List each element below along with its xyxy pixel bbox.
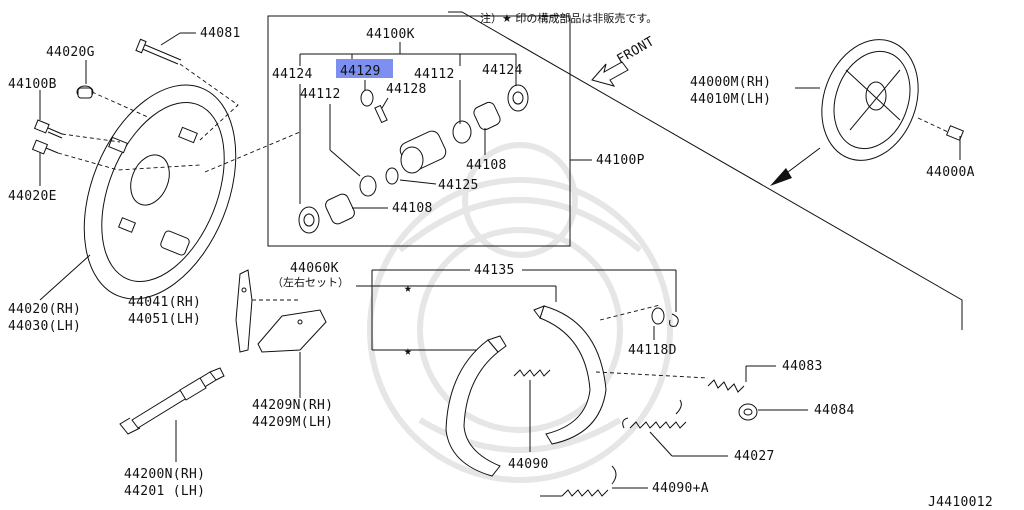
- brake-assembly: [821, 39, 919, 161]
- label-44051: 44051(LH): [128, 312, 201, 327]
- label-44090A: 44090+A: [652, 481, 709, 496]
- star-marker-lower: ★: [404, 344, 412, 359]
- wheel-cylinder-parts: [298, 84, 529, 234]
- label-44124-left: 44124: [272, 67, 313, 82]
- label-44060K-sub: （左右セット）: [272, 275, 349, 289]
- label-44083: 44083: [782, 359, 823, 374]
- spring-44027: [622, 399, 728, 457]
- label-44090: 44090: [508, 457, 549, 472]
- label-44129: 44129: [340, 64, 381, 79]
- label-44108-right: 44108: [466, 158, 507, 173]
- wheel-cylinder-leaders: [299, 66, 517, 209]
- grommet-44020G: [76, 85, 94, 99]
- lever-44209N: [257, 309, 327, 398]
- washer-44084: [738, 403, 808, 421]
- front-arrow: FRONT: [591, 34, 658, 87]
- bolt-44100B: [33, 119, 63, 139]
- wheel-cylinder-frame: [267, 15, 592, 247]
- label-44000A: 44000A: [926, 165, 975, 180]
- label-44100B: 44100B: [8, 77, 57, 92]
- label-44128: 44128: [386, 82, 427, 97]
- label-44100P: 44100P: [596, 153, 645, 168]
- spring-44090: [513, 369, 551, 452]
- label-44020G: 44020G: [46, 45, 95, 60]
- label-44084: 44084: [814, 403, 855, 418]
- label-44010M: 44010M(LH): [690, 92, 771, 107]
- label-44108-left: 44108: [392, 201, 433, 216]
- label-44200N: 44200N(RH): [124, 467, 205, 482]
- label-44020E: 44020E: [8, 189, 57, 204]
- label-44041: 44041(RH): [128, 295, 201, 310]
- highlight-44129: [336, 59, 393, 78]
- label-44000M: 44000M(RH): [690, 75, 771, 90]
- lever-44041: [235, 269, 300, 353]
- front-label: FRONT: [615, 34, 658, 67]
- label-44124-right: 44124: [482, 63, 523, 78]
- backing-plate: [83, 84, 237, 300]
- shoe-set-brackets: [356, 269, 677, 351]
- non-sale-note: 注）★ 印の構成部品は非販売です。: [480, 11, 657, 25]
- label-44112-right: 44112: [414, 67, 455, 82]
- label-44027: 44027: [734, 449, 775, 464]
- direction-arrow: [770, 147, 821, 186]
- star-marker-upper: ★: [404, 281, 412, 296]
- clip-44118D: [595, 304, 709, 379]
- label-44020: 44020(RH): [8, 302, 81, 317]
- label-44209M: 44209M(LH): [252, 415, 333, 430]
- watermark-emblem: [367, 142, 673, 483]
- label-44030: 44030(LH): [8, 319, 81, 334]
- label-44100K: 44100K: [366, 27, 415, 42]
- bolt-44081: [135, 38, 182, 65]
- label-44125: 44125: [438, 178, 479, 193]
- label-44209N: 44209N(RH): [252, 398, 333, 413]
- guide-lines-left: [57, 63, 301, 173]
- label-44201: 44201 (LH): [124, 484, 205, 499]
- adjuster-44200N: [119, 367, 225, 462]
- brake-shoe-right: [533, 305, 607, 445]
- separator-line: [448, 11, 963, 330]
- label-44135: 44135: [474, 263, 515, 278]
- label-44112-left: 44112: [300, 87, 341, 102]
- label-44081: 44081: [200, 26, 241, 41]
- label-44118D: 44118D: [628, 343, 677, 358]
- leaders-left: [39, 32, 196, 301]
- bolt-44020E: [31, 139, 59, 155]
- spring-44083: [707, 365, 776, 393]
- spring-44090A: [540, 465, 648, 497]
- bolt-44000A: [917, 117, 965, 160]
- brake-shoe-left: [445, 335, 507, 477]
- diagram-id: J4410012: [928, 495, 993, 510]
- label-44060K: 44060K: [290, 261, 339, 276]
